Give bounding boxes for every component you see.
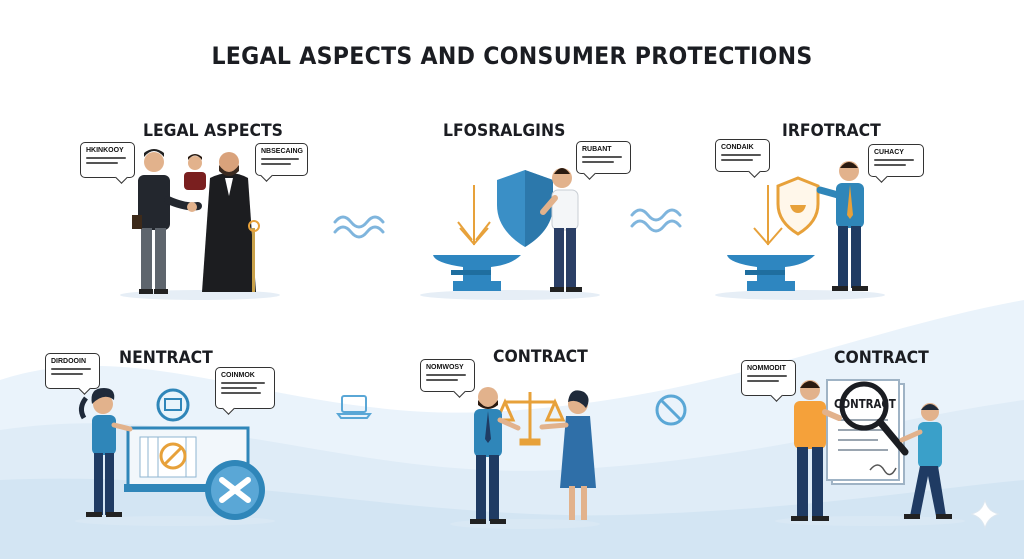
wave-icon — [630, 208, 682, 233]
wave-icon — [333, 215, 385, 239]
bubble-title: HKINKOOY — [86, 147, 124, 154]
bubble-title: CONDAIK — [721, 144, 754, 151]
speech-bubble: CONDAIK — [715, 139, 770, 178]
bubble-title: NBSECAING — [261, 148, 304, 155]
arrow-icon — [457, 185, 491, 246]
shield-icon — [497, 170, 553, 247]
person-figure — [540, 168, 582, 292]
anvil-icon — [433, 255, 521, 291]
businessman-figure — [816, 161, 868, 291]
bubble-title: NOMMODIT — [747, 365, 786, 372]
speech-bubble: NOMMODIT — [741, 360, 796, 402]
anvil-icon — [727, 255, 815, 291]
panel-1-heading: LEGAL ASPECTS — [143, 121, 283, 141]
badge-icon — [156, 388, 190, 422]
sparkle-icon — [970, 499, 1000, 530]
bubble-title: COINMOK — [221, 372, 255, 379]
arrow-icon — [753, 185, 783, 246]
panel-3-heading: IRFOTRACT — [782, 121, 881, 141]
speech-bubble: COINMOK — [215, 367, 275, 415]
panel-6-heading: CONTRACT — [834, 348, 929, 368]
handshake-icon — [164, 196, 202, 212]
scales-icon — [494, 392, 566, 446]
panel-5-heading: CONTRACT — [493, 347, 588, 367]
speech-bubble: DIRDOOIN — [45, 353, 100, 395]
speech-bubble: NOMWOSY — [420, 359, 475, 398]
bubble-title: CUHACY — [874, 149, 904, 156]
panel-4-heading: NENTRACT — [119, 348, 213, 368]
lawyer-figure — [202, 152, 260, 292]
businessman-figure — [132, 149, 170, 294]
panel-2-heading: LFOSRALGINS — [443, 121, 566, 141]
magnifier-icon — [839, 381, 909, 456]
woman-figure — [78, 388, 133, 517]
laptop-icon — [336, 395, 372, 419]
judge-figure — [184, 154, 206, 190]
chain-icon — [655, 394, 687, 426]
bubble-title: DIRDOOIN — [51, 358, 86, 365]
gear-icon — [205, 460, 265, 520]
woman-figure — [539, 390, 596, 520]
speech-bubble: RUBANT — [576, 141, 631, 180]
bubble-title: NOMWOSY — [426, 364, 464, 371]
speech-bubble: CUHACY — [868, 144, 924, 183]
contract-document-label: CONTRACT — [834, 397, 896, 411]
bubble-title: RUBANT — [582, 146, 612, 153]
man-orange-figure — [791, 380, 842, 521]
page-title: LEGAL ASPECTS AND CONSUMER PROTECTIONS — [211, 42, 813, 70]
speech-bubble: HKINKOOY — [80, 142, 135, 184]
speech-bubble: NBSECAING — [255, 143, 308, 182]
man-teal-figure — [899, 403, 952, 519]
shield-icon — [776, 176, 820, 236]
businessman-figure — [470, 387, 521, 524]
